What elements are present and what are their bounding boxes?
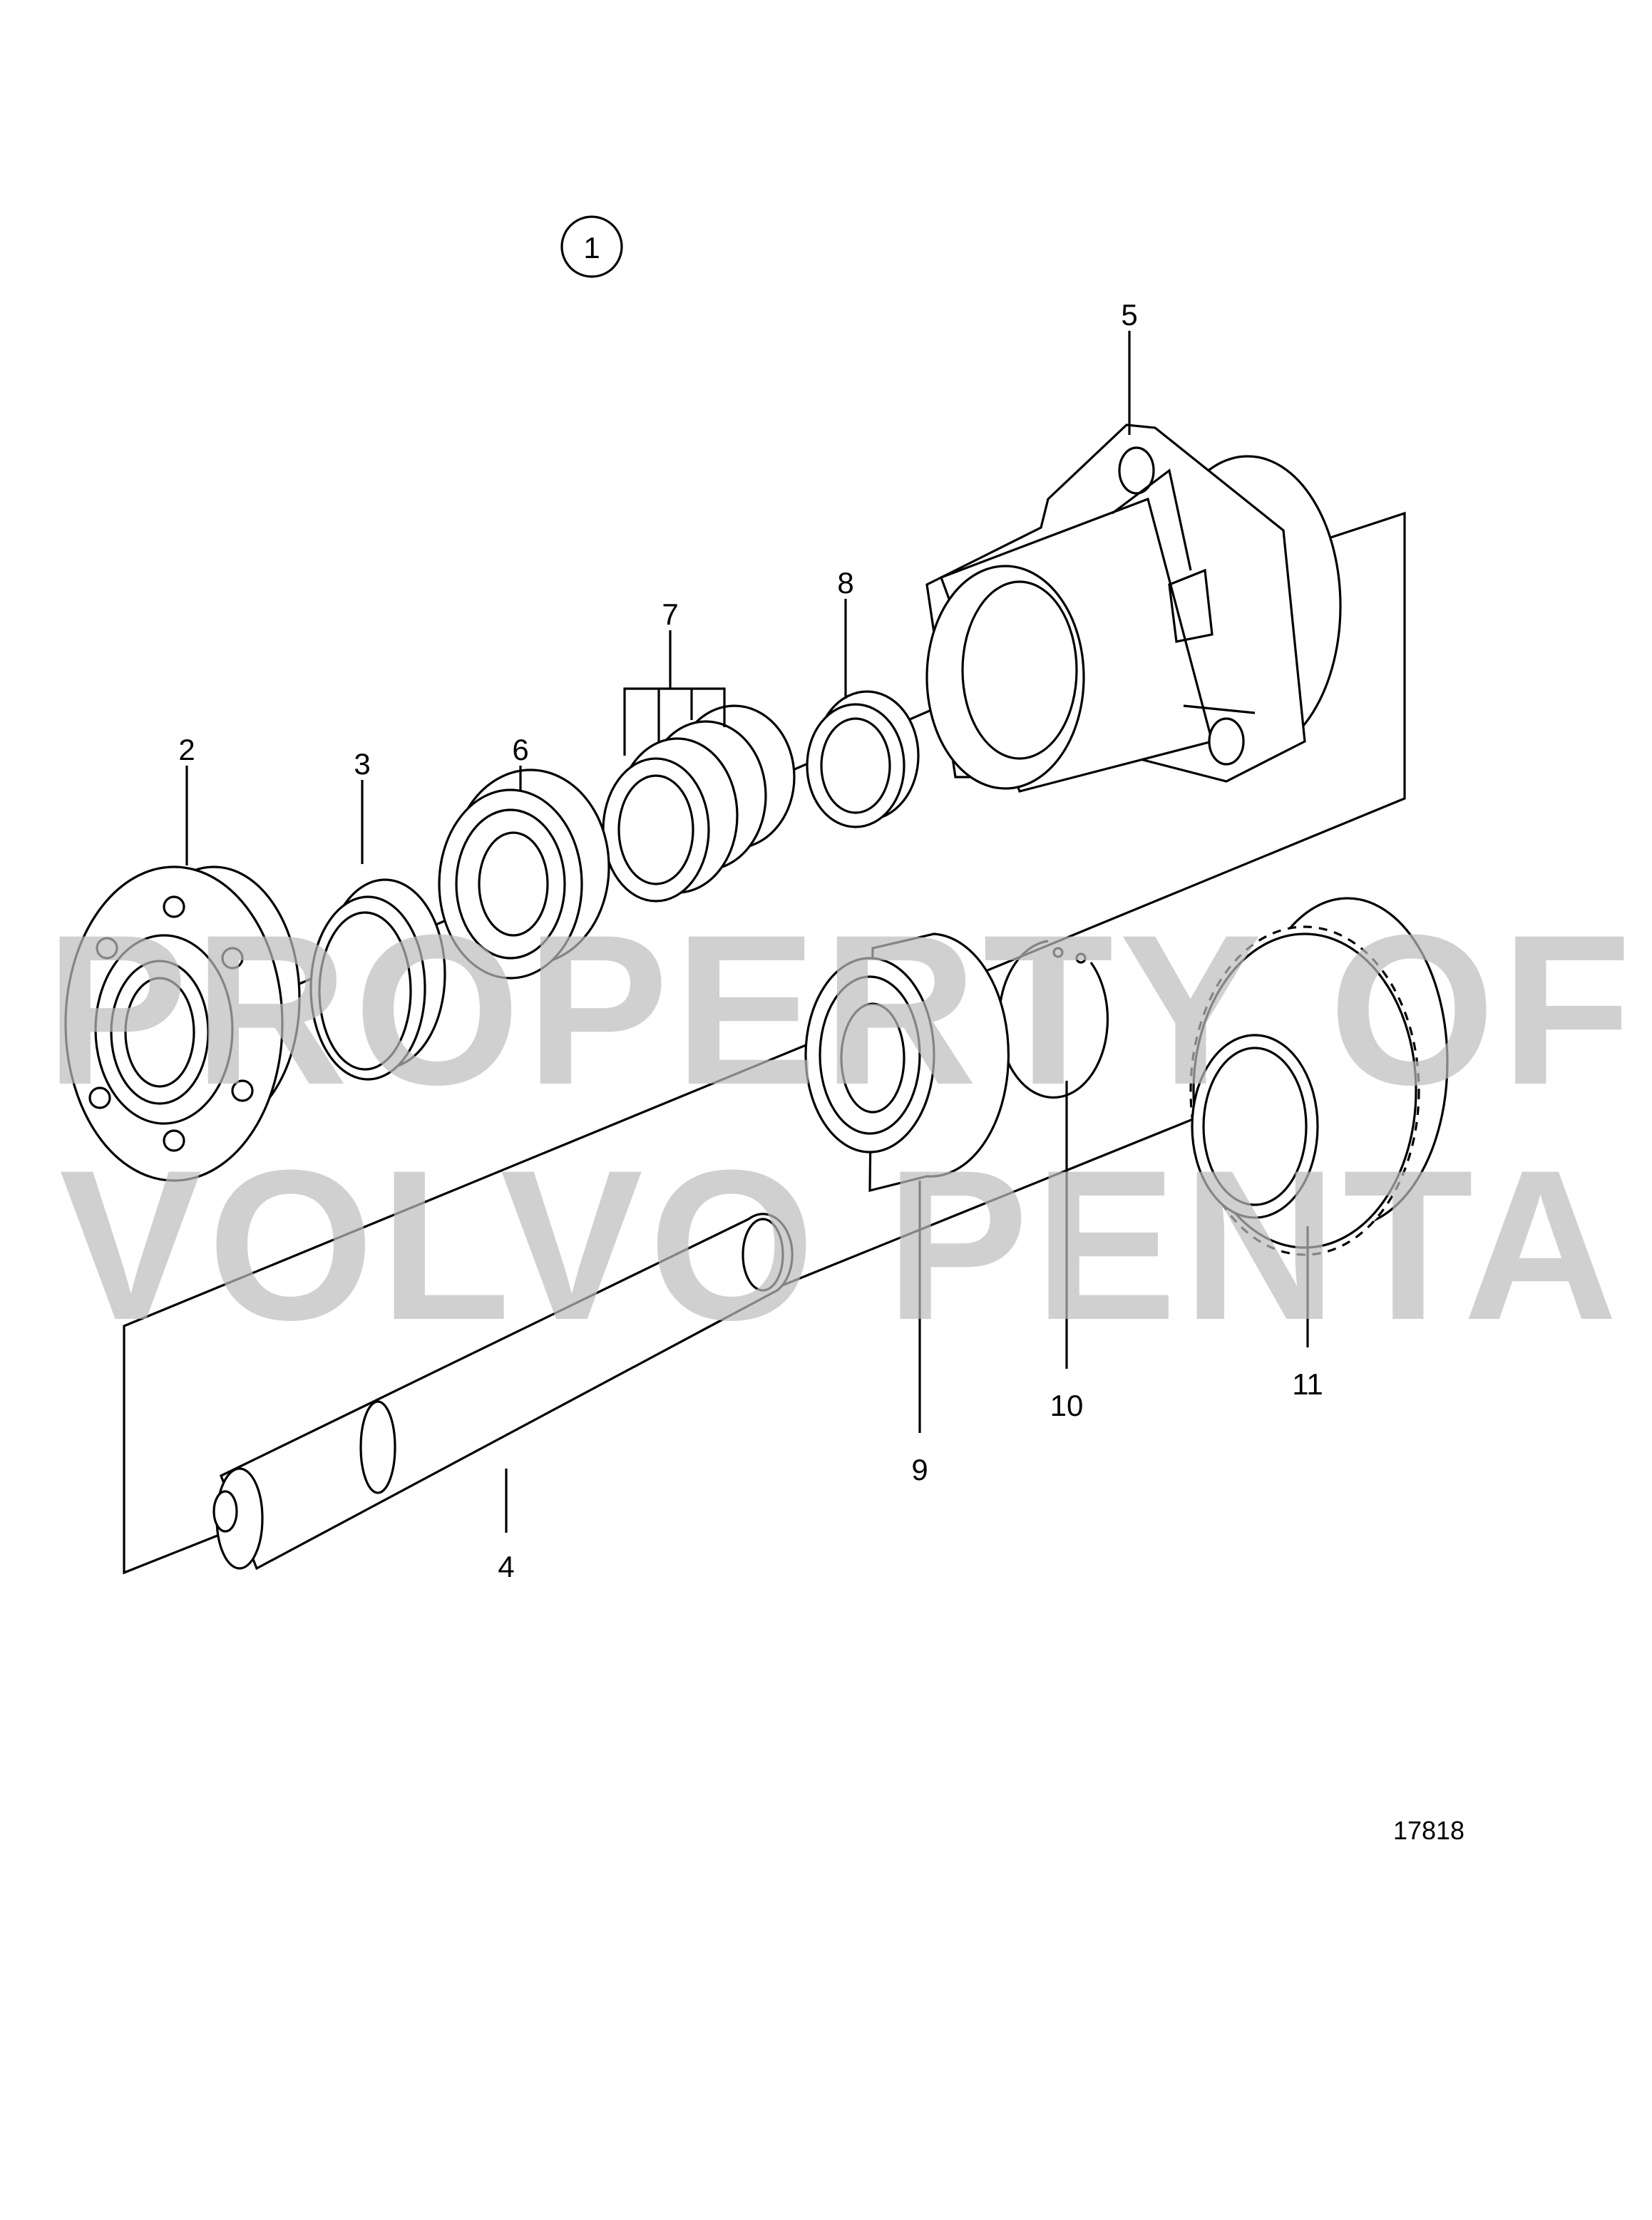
ball-bearing-part-6[interactable] (438, 769, 610, 980)
callout-2: 2 (178, 733, 195, 766)
watermark-line-1: PROPERTY OF (46, 890, 1638, 1129)
callout-11: 11 (1292, 1367, 1323, 1401)
leader-lines (185, 331, 1309, 1533)
spring-washers-part-7[interactable] (602, 704, 796, 903)
drawing-number: 17818 (1393, 1816, 1464, 1845)
housing-part-5[interactable] (925, 423, 1342, 793)
callout-9: 9 (911, 1453, 928, 1486)
spacer-ring-part-8[interactable] (806, 690, 920, 828)
callout-3: 3 (354, 747, 370, 781)
callout-8: 8 (837, 566, 853, 600)
roller-bearing-part-9[interactable] (804, 932, 1010, 1193)
shaft-part-4[interactable] (212, 1213, 794, 1571)
gear-part-11[interactable] (1189, 897, 1449, 1256)
callout-7: 7 (662, 597, 678, 631)
callout-1: 1 (583, 231, 600, 264)
circlip-part-10[interactable] (997, 940, 1109, 1099)
callout-5: 5 (1121, 298, 1137, 332)
watermark: PROPERTY OF VOLVO PENTA (46, 890, 1638, 1365)
group-callout: 1 (560, 215, 623, 278)
callout-4: 4 (498, 1550, 514, 1583)
seal-ring-part-3[interactable] (309, 878, 446, 1081)
watermark-line-2: VOLVO PENTA (59, 1125, 1623, 1365)
callout-6: 6 (512, 733, 528, 766)
callout-10: 10 (1050, 1389, 1084, 1422)
flange-part-2[interactable] (64, 865, 301, 1182)
